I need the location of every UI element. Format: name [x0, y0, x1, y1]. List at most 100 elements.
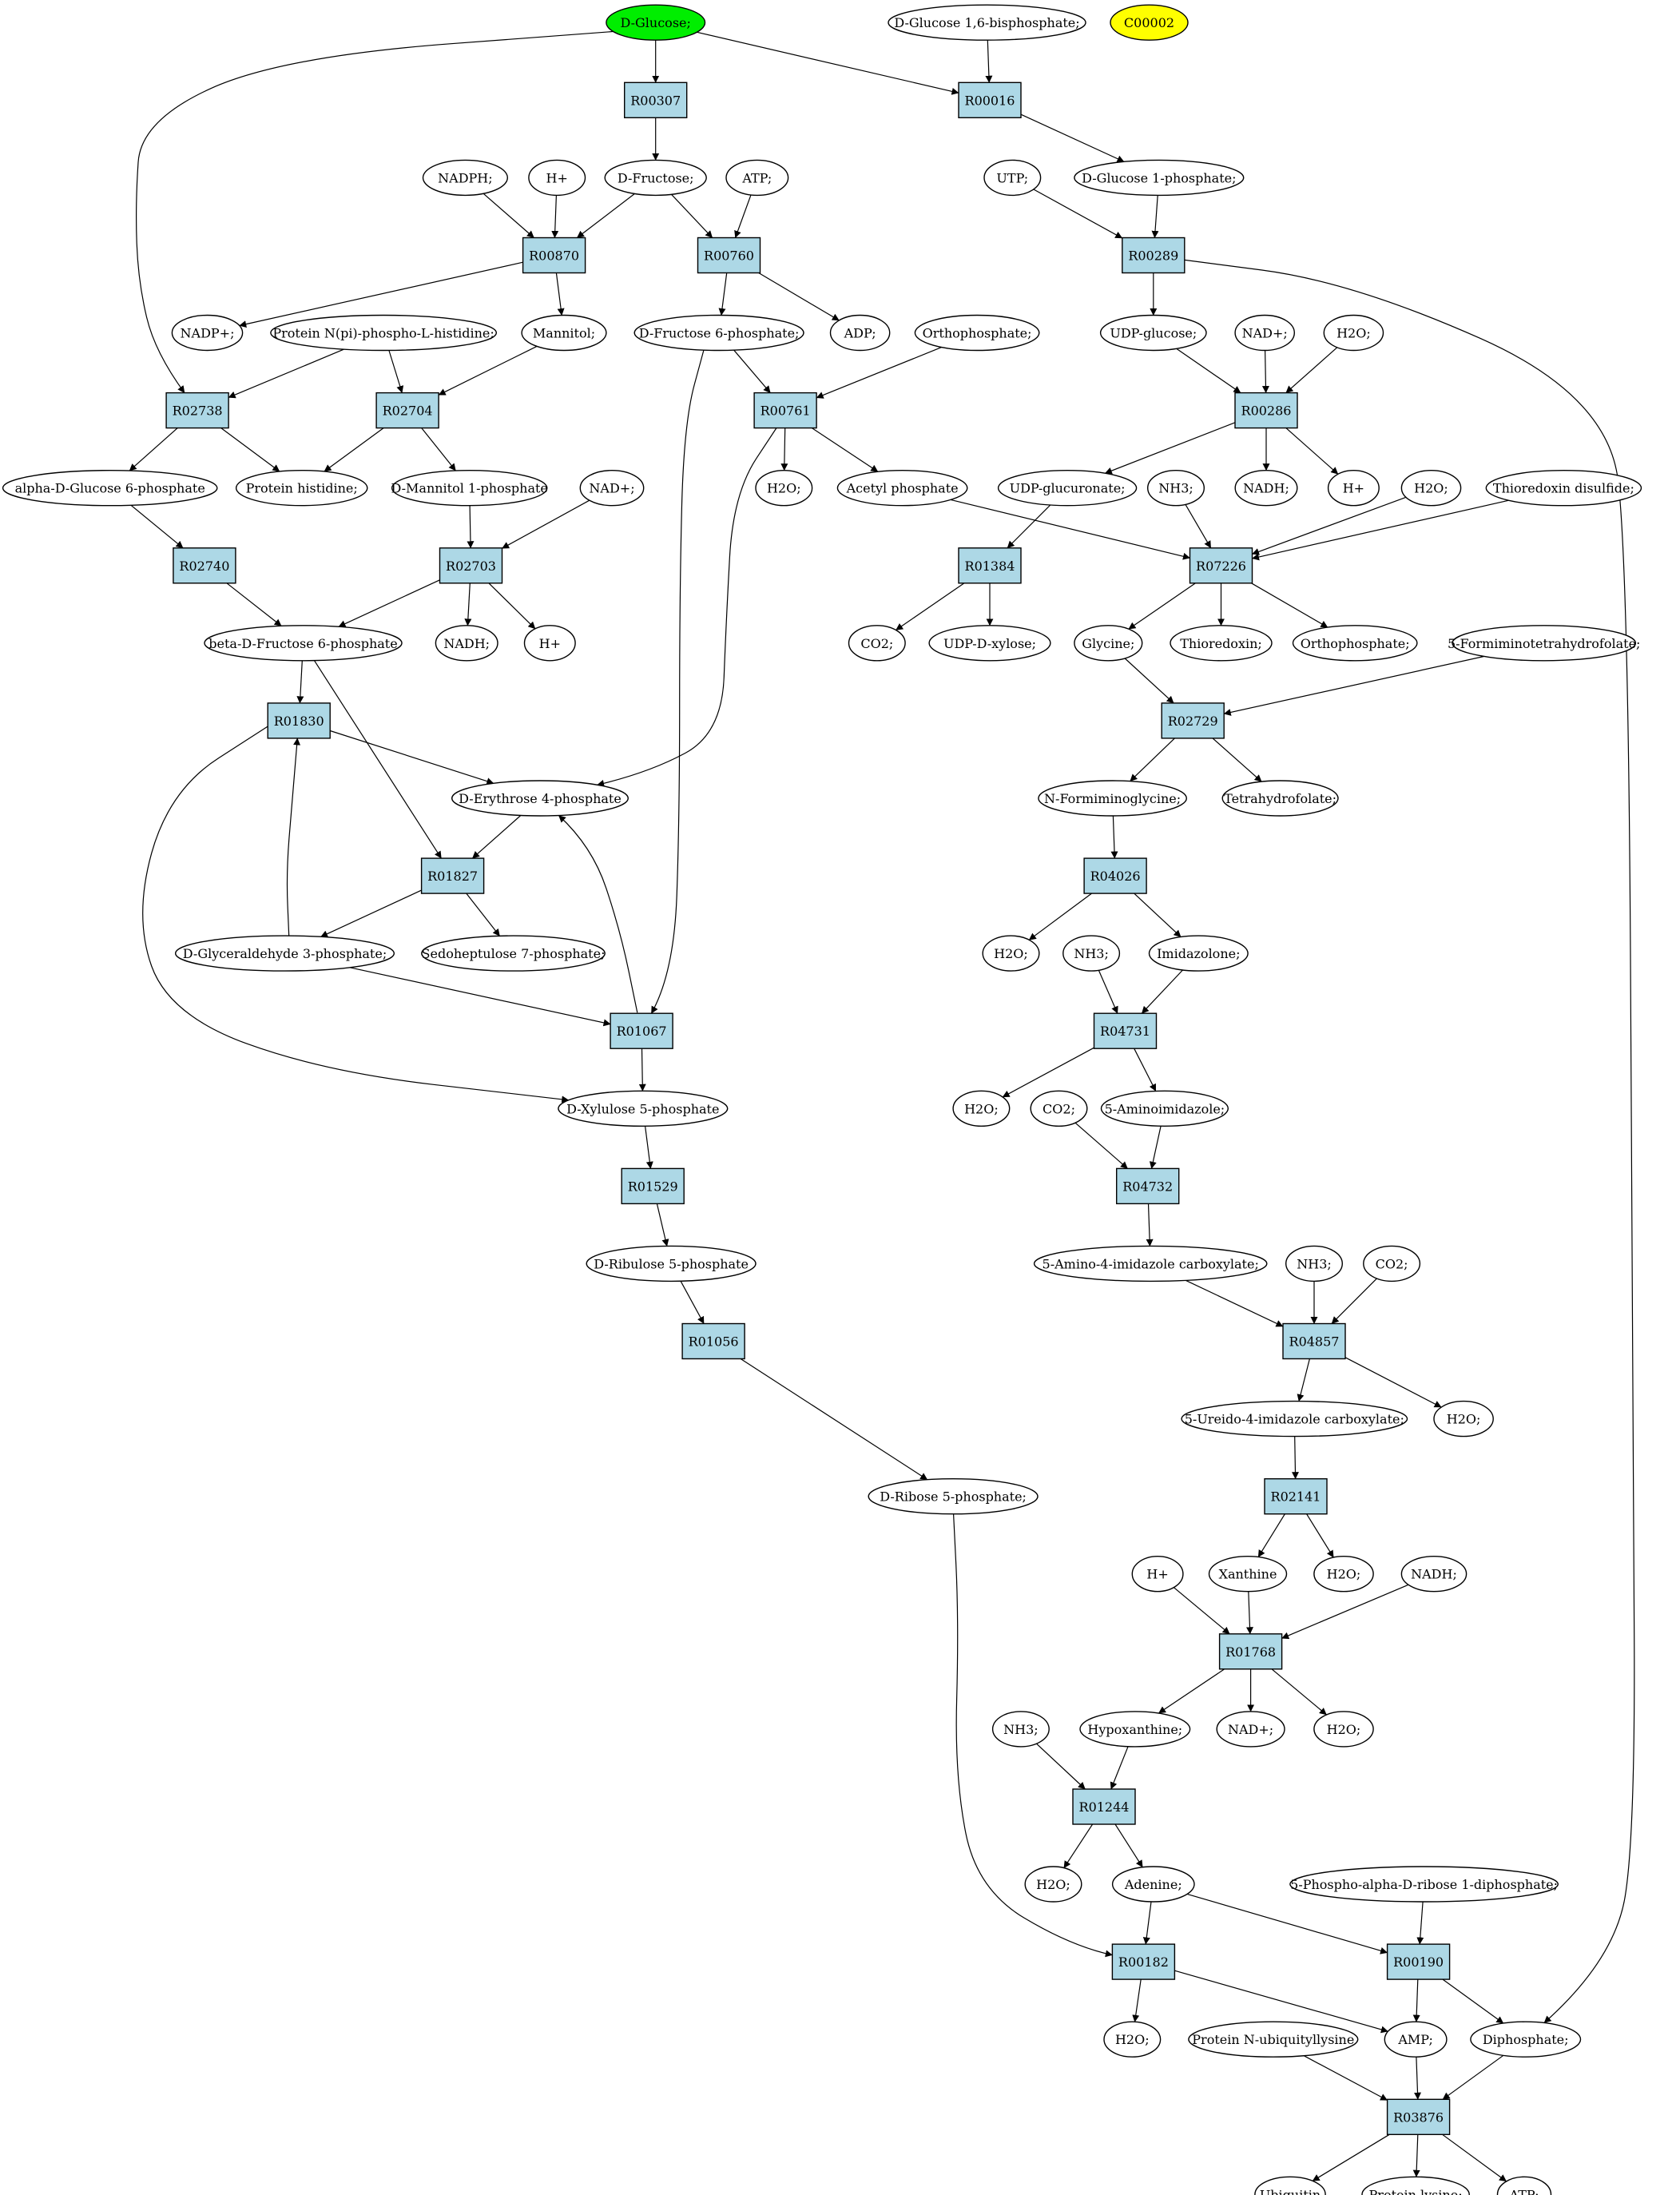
reaction-node-r01384[interactable]: R01384: [958, 547, 1022, 584]
compound-node-hplus3[interactable]: H+: [523, 625, 576, 662]
compound-node-nad2[interactable]: NAD+;: [579, 470, 645, 507]
compound-node-uic[interactable]: 5-Ureido-4-imidazole carboxylate;: [1181, 1400, 1408, 1437]
compound-node-r5p[interactable]: D-Ribose 5-phosphate;: [868, 1477, 1039, 1515]
compound-node-c00002[interactable]: C00002: [1110, 4, 1189, 41]
compound-node-h2o8[interactable]: H2O;: [1313, 1711, 1374, 1748]
compound-node-nh3c[interactable]: NH3;: [1285, 1245, 1343, 1282]
compound-node-x5p[interactable]: D-Xylulose 5-phosphate: [558, 1090, 729, 1127]
compound-node-co2a[interactable]: CO2;: [848, 625, 906, 662]
compound-node-utp[interactable]: UTP;: [983, 159, 1042, 197]
compound-node-h2o4[interactable]: H2O;: [982, 935, 1040, 972]
reaction-node-r01768[interactable]: R01768: [1218, 1633, 1283, 1670]
compound-node-thf[interactable]: Tetrahydrofolate;: [1221, 780, 1339, 817]
compound-node-nadh1[interactable]: NADH;: [1234, 470, 1298, 507]
reaction-node-r00289[interactable]: R00289: [1122, 237, 1186, 274]
compound-node-ade[interactable]: Adenine;: [1111, 1866, 1195, 1903]
reaction-node-r01827[interactable]: R01827: [420, 857, 485, 894]
compound-node-h2o5[interactable]: H2O;: [952, 1090, 1011, 1127]
compound-node-atp1[interactable]: ATP;: [725, 159, 789, 197]
compound-node-e4p[interactable]: D-Erythrose 4-phosphate: [451, 780, 630, 817]
reaction-node-r00016[interactable]: R00016: [958, 82, 1022, 119]
compound-node-h2o7[interactable]: H2O;: [1313, 1555, 1374, 1593]
compound-node-nad3[interactable]: NAD+;: [1216, 1711, 1285, 1748]
compound-node-h2o10[interactable]: H2O;: [1103, 2021, 1162, 2058]
compound-node-hplus1[interactable]: H+: [528, 159, 586, 197]
compound-node-aimid[interactable]: 5-Aminoimidazole;: [1100, 1090, 1229, 1127]
compound-node-nh3a[interactable]: NH3;: [1146, 470, 1205, 507]
reaction-node-r02704[interactable]: R02704: [375, 392, 439, 429]
compound-node-aic[interactable]: 5-Amino-4-imidazole carboxylate;: [1033, 1245, 1268, 1282]
compound-node-protnp[interactable]: Protein N(pi)-phospho-L-histidine;: [270, 314, 498, 352]
compound-node-co2b[interactable]: CO2;: [1030, 1090, 1088, 1127]
compound-node-fthf[interactable]: 5-Formiminotetrahydrofolate;: [1448, 625, 1641, 662]
compound-node-ppi[interactable]: Diphosphate;: [1470, 2021, 1582, 2058]
compound-node-udpx[interactable]: UDP-D-xylose;: [928, 625, 1051, 662]
reaction-node-r04857[interactable]: R04857: [1282, 1322, 1346, 1360]
compound-node-ru5p[interactable]: D-Ribulose 5-phosphate: [586, 1245, 757, 1282]
compound-node-g1p[interactable]: D-Glucose 1-phosphate;: [1074, 159, 1245, 197]
compound-node-gly[interactable]: Glycine;: [1074, 625, 1143, 662]
reaction-node-r00190[interactable]: R00190: [1386, 1943, 1451, 1980]
compound-node-udpgluc[interactable]: UDP-glucuronate;: [997, 470, 1138, 507]
compound-node-co2c[interactable]: CO2;: [1363, 1245, 1421, 1282]
compound-node-ortho1[interactable]: Orthophosphate;: [914, 314, 1040, 352]
compound-node-nad1[interactable]: NAD+;: [1234, 314, 1295, 352]
compound-node-g16bp[interactable]: D-Glucose 1,6-bisphosphate;: [888, 4, 1086, 41]
compound-node-nh3d[interactable]: NH3;: [991, 1711, 1050, 1748]
reaction-node-r04026[interactable]: R04026: [1083, 857, 1147, 894]
compound-node-nadp[interactable]: NADP+;: [171, 314, 244, 352]
compound-node-nadh2[interactable]: NADH;: [435, 625, 498, 662]
reaction-node-r00307[interactable]: R00307: [624, 82, 688, 119]
reaction-node-r00286[interactable]: R00286: [1234, 392, 1298, 429]
compound-node-prothis[interactable]: Protein histidine;: [235, 470, 368, 507]
compound-node-udpg[interactable]: UDP-glucose;: [1099, 314, 1207, 352]
compound-node-ag6p[interactable]: alpha-D-Glucose 6-phosphate: [2, 470, 218, 507]
compound-node-nh3b[interactable]: NH3;: [1062, 935, 1121, 972]
reaction-node-r02738[interactable]: R02738: [165, 392, 229, 429]
reaction-node-r02141[interactable]: R02141: [1264, 1477, 1328, 1515]
reaction-node-r04732[interactable]: R04732: [1115, 1167, 1180, 1205]
compound-node-fru[interactable]: D-Fructose;: [604, 159, 707, 197]
compound-node-protlys[interactable]: Protein lysine;: [1361, 2176, 1470, 2195]
compound-node-nfgly[interactable]: N-Formiminoglycine;: [1038, 780, 1188, 817]
compound-node-m1p[interactable]: D-Mannitol 1-phosphate: [391, 470, 548, 507]
reaction-node-r01529[interactable]: R01529: [621, 1167, 685, 1205]
compound-node-f6p[interactable]: D-Fructose 6-phosphate;: [633, 314, 804, 352]
compound-node-atp2[interactable]: ATP;: [1496, 2176, 1552, 2195]
reaction-node-r01067[interactable]: R01067: [610, 1012, 673, 1049]
compound-node-nadph[interactable]: NADPH;: [422, 159, 509, 197]
reaction-node-r00182[interactable]: R00182: [1111, 1943, 1176, 1980]
compound-node-prpp[interactable]: 5-Phospho-alpha-D-ribose 1-diphosphate;: [1289, 1866, 1559, 1903]
reaction-node-r00760[interactable]: R00760: [697, 237, 761, 274]
reaction-node-r07226[interactable]: R07226: [1189, 547, 1253, 584]
compound-node-nadh3[interactable]: NADH;: [1400, 1555, 1468, 1593]
reaction-node-r03876[interactable]: R03876: [1386, 2098, 1451, 2136]
compound-node-ubq[interactable]: Ubiquitin: [1254, 2176, 1326, 2195]
compound-node-glc[interactable]: D-Glucose;: [606, 4, 706, 41]
compound-node-hypox[interactable]: Hypoxanthine;: [1079, 1711, 1191, 1748]
compound-node-trxss[interactable]: Thioredoxin disulfide;: [1485, 470, 1642, 507]
reaction-node-r04731[interactable]: R04731: [1093, 1012, 1158, 1049]
compound-node-h2o2[interactable]: H2O;: [755, 470, 813, 507]
compound-node-imid[interactable]: Imidazolone;: [1148, 935, 1249, 972]
compound-node-protub[interactable]: Protein N-ubiquityllysine: [1188, 2021, 1359, 2058]
reaction-node-r02740[interactable]: R02740: [173, 547, 236, 584]
compound-node-acetp[interactable]: Acetyl phosphate: [836, 470, 968, 507]
compound-node-s7p[interactable]: Sedoheptulose 7-phosphate;: [421, 935, 606, 972]
compound-node-xan[interactable]: Xanthine: [1208, 1555, 1288, 1593]
compound-node-h2o3[interactable]: H2O;: [1400, 470, 1462, 507]
compound-node-bf6p[interactable]: beta-D-Fructose 6-phosphate: [204, 625, 403, 662]
compound-node-hplus4[interactable]: H+: [1131, 1555, 1184, 1593]
reaction-node-r01830[interactable]: R01830: [267, 702, 331, 739]
reaction-node-r02729[interactable]: R02729: [1161, 702, 1225, 739]
reaction-node-r00870[interactable]: R00870: [522, 237, 586, 274]
compound-node-h2o6[interactable]: H2O;: [1433, 1400, 1494, 1437]
compound-node-mannitol[interactable]: Mannitol;: [521, 314, 607, 352]
compound-node-h2o1[interactable]: H2O;: [1323, 314, 1384, 352]
compound-node-hplus2[interactable]: H+: [1327, 470, 1380, 507]
compound-node-ortho2[interactable]: Orthophosphate;: [1292, 625, 1418, 662]
compound-node-adp[interactable]: ADP;: [829, 314, 891, 352]
compound-node-amp[interactable]: AMP;: [1384, 2021, 1448, 2058]
reaction-node-r02703[interactable]: R02703: [439, 547, 503, 584]
reaction-node-r00761[interactable]: R00761: [753, 392, 817, 429]
